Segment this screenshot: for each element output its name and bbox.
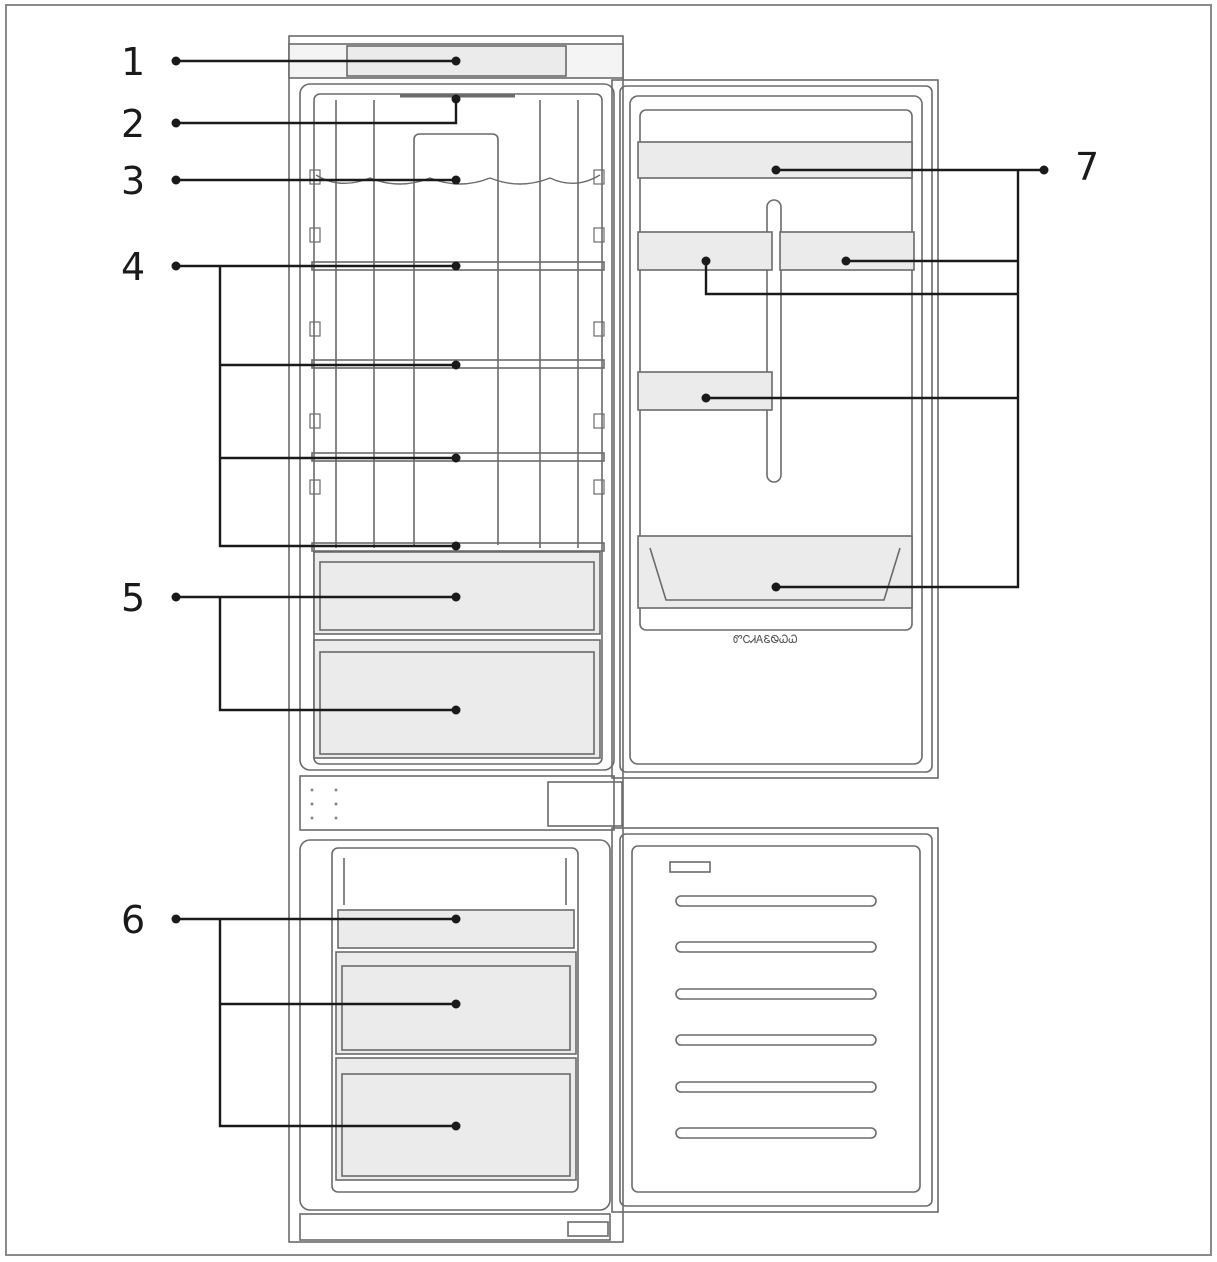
freezer-compartment <box>299 839 611 1211</box>
door-liner <box>639 109 913 631</box>
divider-dots <box>310 788 338 820</box>
hinge-middle <box>547 781 623 827</box>
door-bin-bottom <box>637 535 913 609</box>
leader-2 <box>176 99 458 125</box>
leader-7 <box>776 170 1020 589</box>
freezer-door-seal <box>619 833 933 1207</box>
shelf-supports <box>309 169 605 495</box>
callout-3: 3 <box>121 159 145 203</box>
fridge-cabinet <box>288 35 624 1243</box>
freezer-door-inner <box>631 845 921 1193</box>
door-rail <box>766 199 782 483</box>
callout-7: 7 <box>1075 145 1099 189</box>
freezer-door-ridges <box>675 895 877 1139</box>
freezer-door <box>611 827 939 1213</box>
leader-dots <box>171 56 1049 1131</box>
callout-5: 5 <box>121 576 145 620</box>
leader-7 <box>704 261 1018 296</box>
air-duct <box>413 133 499 545</box>
door-bin-bottom-inner <box>649 547 901 601</box>
middle-divider <box>299 775 615 831</box>
door-inner <box>629 95 923 765</box>
crisper-drawer-lower-front <box>319 651 595 755</box>
freezer-door-outer <box>611 827 939 1213</box>
hinge-bottom <box>567 1221 609 1237</box>
callout-2: 2 <box>121 102 145 146</box>
leader-lines <box>176 59 1044 1128</box>
callout-1: 1 <box>121 40 145 84</box>
fridge-inner-wall <box>313 93 603 765</box>
door-outer <box>611 79 939 779</box>
cabinet-base <box>299 1213 611 1241</box>
freezer-inner-wall <box>331 847 579 1193</box>
callout-6: 6 <box>121 898 145 942</box>
door-seal <box>619 85 933 773</box>
freezer-door-badge <box>669 861 711 873</box>
leader-4 <box>218 266 456 548</box>
fridge-door <box>611 79 939 779</box>
callout-4: 4 <box>121 245 145 289</box>
fridge-compartment <box>299 83 615 771</box>
leader-5 <box>218 597 456 712</box>
diagram-frame <box>5 4 1212 1256</box>
cabinet-body <box>288 35 624 1243</box>
door-bin-small <box>637 371 773 411</box>
door-inscription: ᏛᏟᏗᎪᏋᏫᏇᏇ <box>733 633 798 646</box>
leader-6 <box>218 919 456 1128</box>
